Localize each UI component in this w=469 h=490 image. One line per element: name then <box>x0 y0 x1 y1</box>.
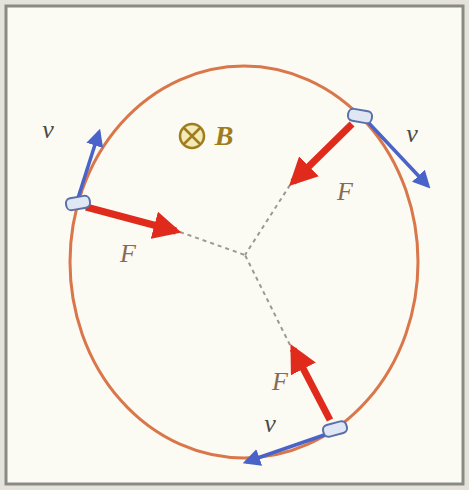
orbit-circle <box>70 66 418 458</box>
velocity-label: v <box>42 117 54 143</box>
force-label: F <box>272 369 288 395</box>
velocity-arrows <box>78 120 428 462</box>
field-into-page-symbol <box>180 124 204 148</box>
field-label: B <box>215 122 234 150</box>
force-label: F <box>120 241 136 267</box>
radius-lines <box>180 185 290 345</box>
force-arrows <box>86 124 352 420</box>
force-label: F <box>337 179 353 205</box>
frame <box>6 6 463 484</box>
velocity-label: v <box>264 411 276 437</box>
velocity-label: v <box>406 121 418 147</box>
particles <box>65 108 373 438</box>
